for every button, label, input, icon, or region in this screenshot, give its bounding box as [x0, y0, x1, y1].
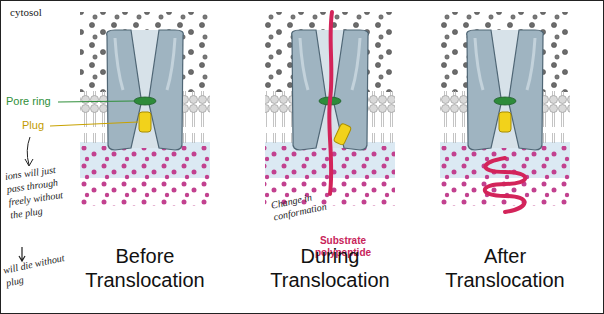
handwritten-note: ions will just pass through freely witho…: [4, 162, 71, 222]
panel-before: [80, 12, 210, 206]
substrate-polypeptide: [329, 12, 332, 194]
part-label: Pore ring: [6, 95, 51, 107]
handwritten-note: will die without plug: [2, 251, 70, 290]
region-label: cytosol: [10, 6, 42, 18]
plug: [333, 123, 351, 146]
panel-title: Before Translocation: [77, 244, 213, 292]
plug: [139, 112, 151, 132]
translocon-channel: [467, 30, 544, 150]
translocon-channel: [107, 30, 184, 150]
panel-after: [440, 12, 570, 212]
leader-line: [58, 101, 134, 102]
plug: [499, 112, 511, 132]
leader-line: [50, 122, 138, 126]
panel-title: During Translocation: [262, 244, 398, 292]
folded-polypeptide: [485, 158, 526, 212]
panel-title: After Translocation: [437, 244, 573, 292]
handwritten-arrow: [25, 137, 33, 166]
panel-during: [265, 12, 395, 206]
lumen-ions: [80, 146, 210, 206]
part-label: Plug: [22, 119, 44, 131]
